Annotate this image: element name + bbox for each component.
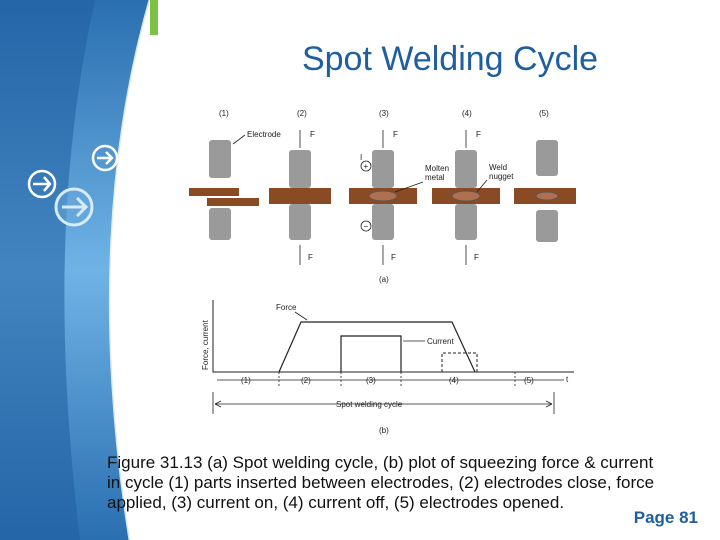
sheet xyxy=(207,198,259,206)
step-label: (5) xyxy=(539,109,549,118)
current-curve xyxy=(340,335,402,372)
interval-label: (2) xyxy=(301,376,311,385)
force-label: F xyxy=(393,130,398,139)
time-label: t xyxy=(566,375,569,384)
step-label: (2) xyxy=(297,109,307,118)
interval-label: (1) xyxy=(241,376,251,385)
current-label: I xyxy=(360,153,362,162)
green-accent-bar xyxy=(150,0,158,35)
figure-b: Force, current t Force Current (1) (2) (… xyxy=(201,300,574,435)
step-label: (4) xyxy=(462,109,472,118)
interval-label: (5) xyxy=(524,376,534,385)
figure-caption: Figure 31.13 (a) Spot welding cycle, (b)… xyxy=(107,453,655,512)
cycle-label: Spot welding cycle xyxy=(336,400,403,409)
sheet xyxy=(189,188,239,196)
interval-label: (4) xyxy=(449,376,459,385)
spot-welding-figure: (1) (2) (3) (4) (5) Electrode F F I + − … xyxy=(179,100,590,442)
force-label: F xyxy=(391,253,396,262)
electrode-label: Electrode xyxy=(247,130,281,139)
current-dashed xyxy=(441,352,478,372)
force-label: F xyxy=(308,253,313,262)
molten-label: Molten xyxy=(425,164,449,173)
step-label: (3) xyxy=(379,109,389,118)
plus-sign: + xyxy=(364,162,369,171)
force-label: Force xyxy=(276,303,297,312)
part-a-label: (a) xyxy=(379,275,389,284)
figure-a: (1) (2) (3) (4) (5) Electrode F F I + − … xyxy=(189,109,576,284)
lower-electrode xyxy=(209,208,231,240)
current-label: Current xyxy=(427,337,454,346)
molten-label: metal xyxy=(425,173,445,182)
part-b-label: (b) xyxy=(379,426,389,435)
force-label: F xyxy=(474,253,479,262)
force-curve xyxy=(278,321,476,373)
sidebar-decoration xyxy=(0,0,175,540)
arrow-icon xyxy=(54,187,94,227)
arrow-icon xyxy=(27,169,57,199)
nugget-label: nugget xyxy=(489,172,514,181)
page-number: Page 81 xyxy=(633,508,698,527)
step-label: (1) xyxy=(219,109,229,118)
force-label: F xyxy=(476,130,481,139)
y-axis-label: Force, current xyxy=(201,319,210,370)
force-label: F xyxy=(310,130,315,139)
plot-axes xyxy=(212,300,574,373)
slide-title: Spot Welding Cycle xyxy=(301,40,599,78)
minus-sign: − xyxy=(364,222,369,231)
arrow-icon xyxy=(91,144,119,172)
interval-label: (3) xyxy=(366,376,376,385)
nugget-label: Weld xyxy=(489,163,507,172)
upper-electrode xyxy=(209,140,231,178)
